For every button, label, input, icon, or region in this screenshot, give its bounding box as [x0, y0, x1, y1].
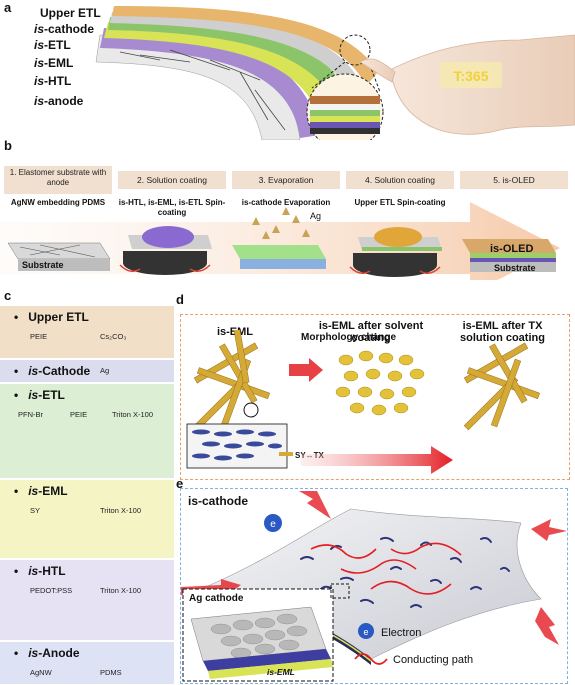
substrate-label-1: Substrate: [22, 260, 64, 270]
step-sub-3: is-cathode Evaporation: [241, 198, 331, 207]
panel-a-illustration: T:365: [95, 6, 575, 140]
process-illustrations: Substrate Ag is-OLED Substrate: [7, 207, 556, 277]
panel-c-label: c: [4, 288, 12, 303]
inset-layer-eml: is-EML: [267, 667, 295, 677]
step-title-2: 2. Solution coating: [118, 171, 226, 189]
material-box-2: •is-ETL PFN-Br PEIE Triton X-100: [0, 384, 174, 478]
upper-etl-layer: [112, 6, 378, 86]
material-name: PDMS: [100, 668, 122, 677]
legend-path: Conducting path: [393, 654, 473, 666]
layer-label-4: is-HTL: [34, 74, 72, 88]
cathode-layer: [110, 12, 364, 102]
etl-layer: [108, 17, 352, 118]
step-title-3: 3. Evaporation: [232, 171, 340, 189]
panel-e-illustration: e Ag cathode is-ETL is-EML e Electron Co…: [181, 491, 567, 682]
material-box-3: •is-EML SY Triton X-100: [0, 480, 174, 558]
legend-electron: Electron: [381, 627, 421, 639]
material-name: Ag: [100, 366, 110, 375]
material-name: Triton X-100: [100, 506, 141, 515]
ag-label: Ag: [310, 211, 321, 221]
panel-e-frame: [180, 488, 568, 684]
panel-d-label: d: [176, 292, 184, 307]
layer-label-3: is-EML: [34, 56, 74, 70]
d-title-3: is-EML after TX solution coating: [460, 320, 545, 344]
step-title-5: 5. is-OLED: [460, 171, 568, 189]
e-title: is-cathode: [188, 494, 249, 508]
material-name: SY: [30, 506, 41, 515]
oled-label: is-OLED: [490, 243, 533, 255]
material-name: PFN-Br: [18, 410, 43, 419]
material-name: Triton X-100: [100, 586, 141, 595]
inset-title: Ag cathode: [189, 593, 244, 604]
material-name: PEIE: [30, 332, 48, 341]
panel-e-label: e: [176, 476, 184, 491]
material-name: AgNW: [30, 668, 52, 677]
panel-d-illustration: Morphology change SY↔TX: [186, 330, 541, 474]
wrist-display-text: T:365: [453, 68, 488, 84]
material-box-1: •is-Cathode Ag: [0, 360, 174, 382]
layer-label-1: is-cathode: [34, 22, 95, 36]
step-sub-2: is-HTL, is-EML, is-ETL Spin-coating: [118, 198, 226, 217]
layer-label-5: is-anode: [34, 94, 84, 108]
material-box-4: •is-HTL PEDOT:PSS Triton X-100: [0, 560, 174, 640]
substrate-label-5: Substrate: [494, 263, 536, 273]
d-title-2: is-EML after solvent coating: [318, 320, 424, 344]
htl-layer: [100, 28, 320, 138]
step-sub-4: Upper ETL Spin-coating: [354, 198, 446, 207]
material-box-title: •is-EML: [14, 484, 68, 498]
step-sub-1: AgNW embedding PDMS: [10, 198, 106, 207]
electron-symbol-1: e: [270, 519, 276, 530]
panel-d-frame: [180, 314, 570, 480]
inset-layer-etl: is-ETL: [261, 655, 287, 665]
material-name: PEIE: [70, 410, 88, 419]
panel-b-label: b: [4, 138, 12, 153]
material-name: Cs₂CO₃: [100, 332, 127, 341]
material-box-title: •is-HTL: [14, 564, 66, 578]
layer-label-0: Upper ETL: [40, 6, 101, 20]
material-box-title: •is-Anode: [14, 646, 80, 660]
layer-label-2: is-ETL: [34, 38, 71, 52]
material-box-title: •is-Cathode: [14, 364, 91, 378]
electron-symbol-2: e: [363, 627, 368, 637]
step-title-1: 1. Elastomer substrate with anode: [4, 166, 112, 194]
material-name: PEDOT:PSS: [30, 586, 73, 595]
eml-layer: [104, 22, 338, 130]
material-name: Triton X-100: [112, 410, 153, 419]
material-box-title: •Upper ETL: [14, 310, 89, 324]
material-box-title: •is-ETL: [14, 388, 65, 402]
panel-a-label: a: [4, 0, 12, 15]
material-box-0: •Upper ETL PEIE Cs₂CO₃: [0, 306, 174, 358]
step-title-4: 4. Solution coating: [346, 171, 454, 189]
d-arrow-label: Morphology change: [301, 332, 396, 343]
